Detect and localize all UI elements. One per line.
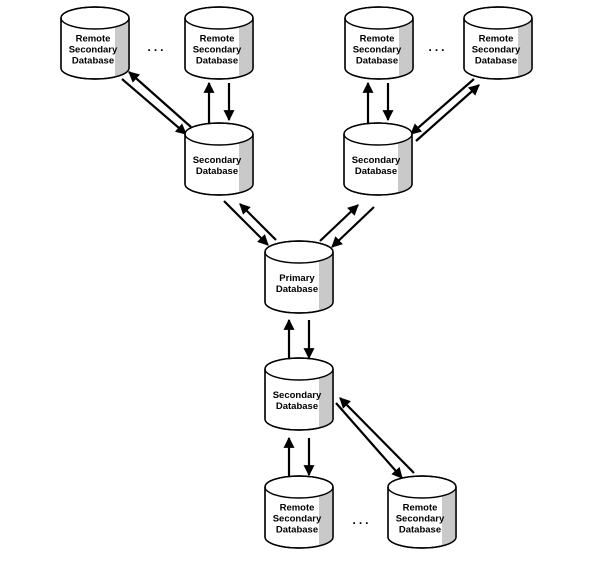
cylinder-top-rim [343,133,413,146]
connections [121,71,480,480]
database-label-line: Remote [200,34,235,45]
database-label-line: Secondary [69,45,118,56]
replication-arrow [319,204,359,242]
database-nodes: RemoteSecondaryDatabaseRemoteSecondaryDa… [60,6,533,549]
replication-arrow [128,71,192,128]
cylinder-top-rim [184,17,254,30]
database-label-line: Database [276,525,318,536]
database-label-line: Primary [279,273,315,284]
cylinder-shading [239,18,253,77]
database-label-line: Secondary [193,45,242,56]
cylinder-outline [184,6,254,80]
cylinder-top-rim [463,17,533,30]
cylinder-shading [319,369,333,428]
database-label-line: Remote [360,34,395,45]
cylinder-outline [184,122,254,196]
database-label-line: Secondary [273,390,322,401]
replication-arrow [339,397,415,474]
cylinder-shading [399,18,413,77]
cylinder-shading [398,134,412,193]
ellipsis-more-indicator: ... [428,40,447,54]
database-label-line: Database [356,56,398,67]
cylinder-outline [463,6,533,80]
cylinder-top-rim [344,17,414,30]
database-label-line: Remote [479,34,514,45]
database-label-line: Remote [280,503,315,514]
database-label-line: Database [72,56,114,67]
cylinder-shading [442,487,456,546]
ellipses: ......... [147,40,447,527]
cylinder-shading [115,18,129,77]
cylinder-shading [319,252,333,311]
database-label-line: Database [355,166,397,177]
database-label-line: Database [276,284,318,295]
cylinder-shading [518,18,532,77]
cylinder-outline [387,475,457,549]
database-label-line: Secondary [193,155,242,166]
database-label-line: Secondary [273,514,322,525]
database-label-line: Secondary [472,45,521,56]
database-label-line: Remote [403,503,438,514]
database-label-line: Remote [76,34,111,45]
database-label-line: Secondary [396,514,445,525]
replication-arrow [223,200,269,246]
cylinder-outline [264,357,334,431]
cylinder-top-rim [264,251,334,264]
cylinder-outline [264,240,334,314]
ellipsis-more-indicator: ... [147,40,166,54]
database-label-line: Database [276,401,318,412]
cylinder-outline [344,6,414,80]
database-label-line: Database [196,166,238,177]
replication-arrow [331,206,375,248]
replication-arrow [239,203,277,241]
database-label-line: Database [196,56,238,67]
cylinder-outline [264,475,334,549]
cylinder-top-rim [387,486,457,499]
database-label-line: Database [475,56,517,67]
ellipsis-more-indicator: ... [352,513,371,527]
cylinder-shading [239,134,253,193]
replication-arrow [121,78,187,135]
cylinder-top-rim [60,17,130,30]
cylinder-outline [343,122,413,196]
cylinder-top-rim [264,486,334,499]
replication-arrow [335,402,403,479]
cylinder-shading [319,487,333,546]
database-label-line: Database [399,525,441,536]
replication-arrow [415,84,480,142]
cylinder-top-rim [184,133,254,146]
replication-arrow [410,78,475,135]
database-label-line: Secondary [353,45,402,56]
cylinder-top-rim [264,368,334,381]
database-label-line: Secondary [352,155,401,166]
cylinder-outline [60,6,130,80]
